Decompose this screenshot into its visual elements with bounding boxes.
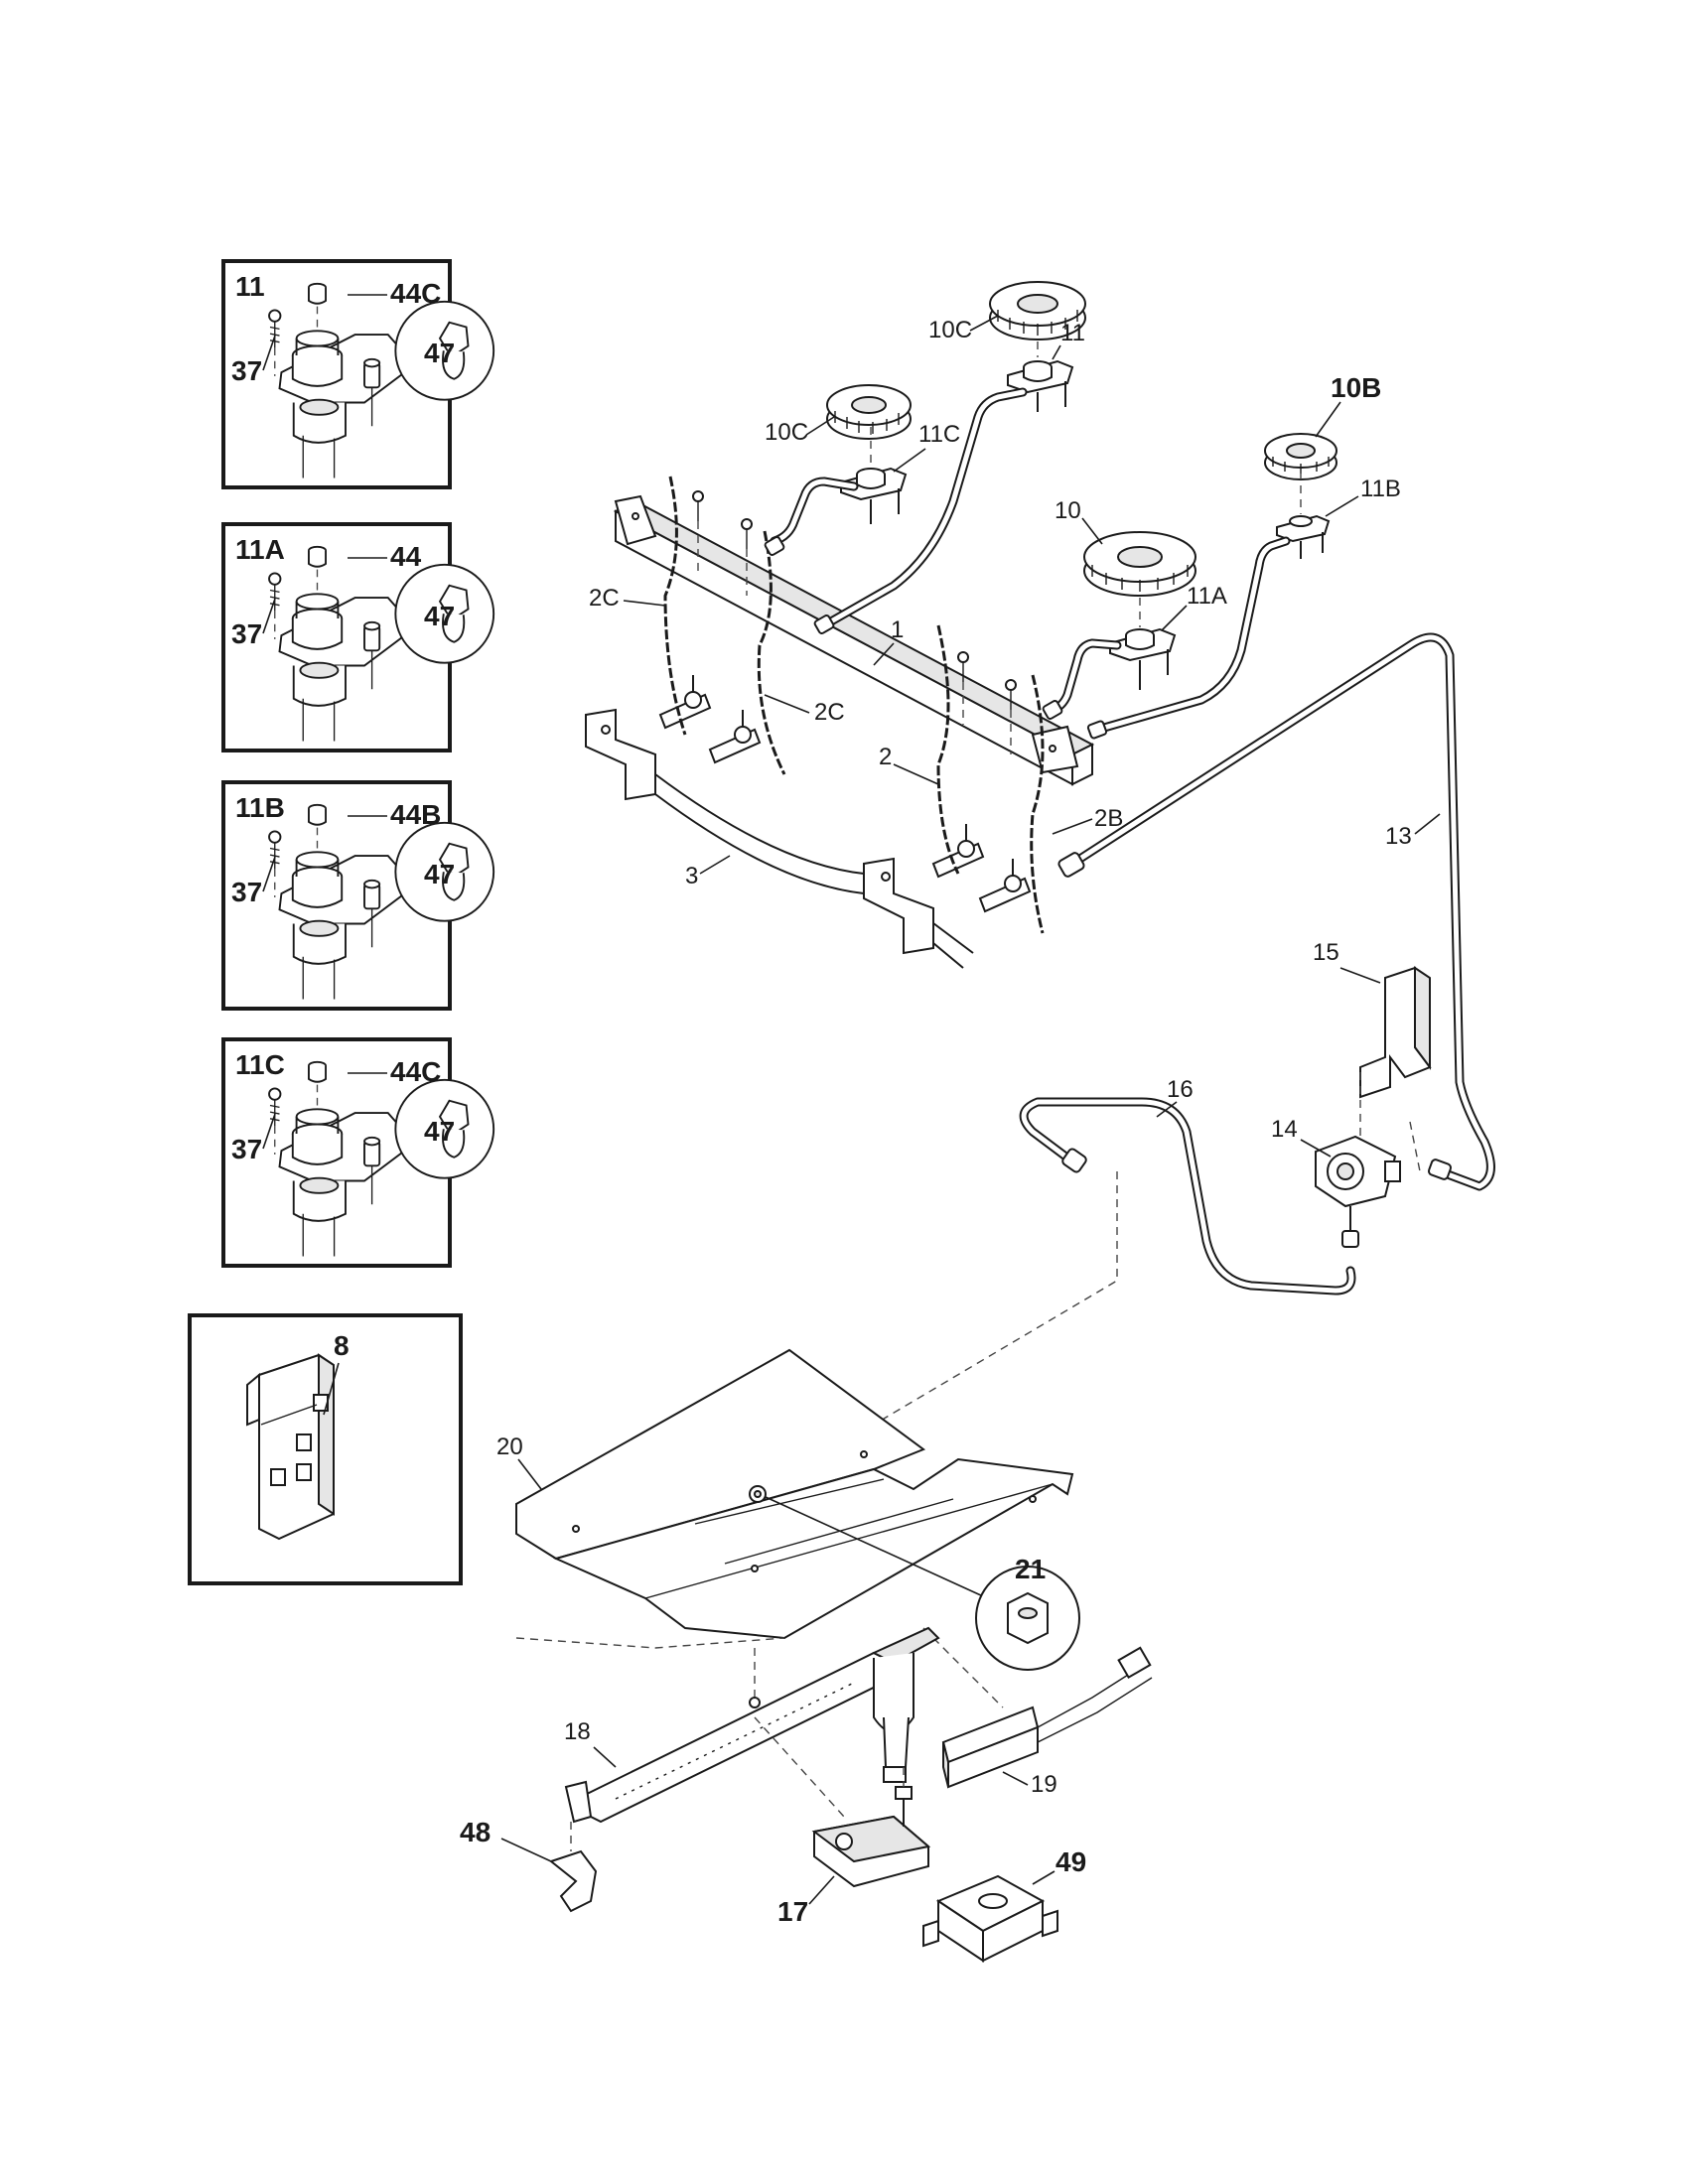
heat-shield (515, 1348, 1074, 1640)
circle-label: 47 (424, 338, 455, 368)
igniter-icon (941, 1646, 1153, 1789)
label-17: 17 (777, 1896, 808, 1927)
label-2c-mid: 2C (814, 699, 845, 726)
inset-title: 11 (235, 271, 265, 302)
burner-head-icon (826, 281, 1337, 597)
burner-tubes (764, 387, 1291, 740)
inset-11: 11 44C 37 47 (221, 259, 495, 489)
screw-icon (692, 490, 1017, 754)
oven-burner (564, 1626, 940, 1824)
label-18: 18 (564, 1718, 591, 1745)
burner-rail (585, 708, 974, 969)
label-21: 21 (1015, 1554, 1046, 1584)
inset-11c: 11C 44C 37 47 (221, 1037, 495, 1268)
nut-icon (749, 1485, 1080, 1671)
inset-spark-module: 8 (188, 1313, 463, 1585)
screw-label: 37 (231, 355, 262, 386)
label-10c-left: 10C (765, 419, 808, 446)
inset-11b: 11B 44B 37 47 (221, 780, 495, 1011)
label-2b: 2B (1094, 805, 1123, 832)
inset-11a: 11A 44 37 47 (221, 522, 495, 752)
spark-module-icon (246, 1353, 335, 1541)
label-11: 11 (1060, 320, 1085, 346)
bracket-icon (548, 1849, 598, 1913)
top-part-label: 44C (390, 278, 441, 309)
screw-label: 37 (231, 618, 262, 649)
top-part-label: 44C (390, 1056, 441, 1087)
part-label-8: 8 (334, 1330, 350, 1361)
label-11b: 11B (1360, 476, 1401, 502)
label-16: 16 (1167, 1076, 1194, 1103)
callout-labels: 1 2 2B 2C 2C 3 10 10B 10C 10C 11 11B 11C… (460, 315, 1441, 1927)
label-2c-left: 2C (589, 585, 620, 612)
valve-icon (658, 675, 1032, 913)
circle-label: 47 (424, 601, 455, 631)
label-15: 15 (1313, 939, 1339, 966)
label-10: 10 (1055, 497, 1081, 524)
label-1: 1 (891, 616, 904, 643)
top-part-label: 44 (390, 541, 422, 572)
label-11c: 11C (918, 421, 960, 448)
label-20: 20 (496, 1433, 523, 1460)
label-13: 13 (1385, 823, 1412, 850)
supply-tube (1057, 632, 1495, 1191)
circle-label: 47 (424, 859, 455, 889)
safety-valve (811, 1786, 931, 1888)
inset-title: 11C (235, 1049, 285, 1080)
inset-title: 11A (235, 534, 285, 565)
label-14: 14 (1271, 1116, 1298, 1143)
inset-title: 11B (235, 792, 285, 823)
label-49: 49 (1055, 1846, 1086, 1877)
valve-cover (922, 1874, 1058, 1963)
label-10c-top: 10C (928, 317, 972, 343)
label-11a: 11A (1187, 583, 1227, 610)
manifold-bar (613, 494, 1095, 786)
oven-supply-tube (1019, 1097, 1356, 1296)
bracket-icon (1359, 966, 1432, 1099)
label-3: 3 (685, 863, 698, 889)
top-part-label: 44B (390, 799, 441, 830)
ignition-wires (663, 476, 1045, 934)
circle-label: 47 (424, 1116, 455, 1147)
regulator-icon (1315, 1135, 1401, 1248)
label-2: 2 (879, 744, 892, 770)
burner-base-icon (840, 359, 1331, 690)
label-48: 48 (460, 1817, 491, 1847)
screw-label: 37 (231, 877, 262, 907)
label-10b: 10B (1331, 372, 1381, 403)
screw-label: 37 (231, 1134, 262, 1164)
label-19: 19 (1031, 1771, 1057, 1798)
